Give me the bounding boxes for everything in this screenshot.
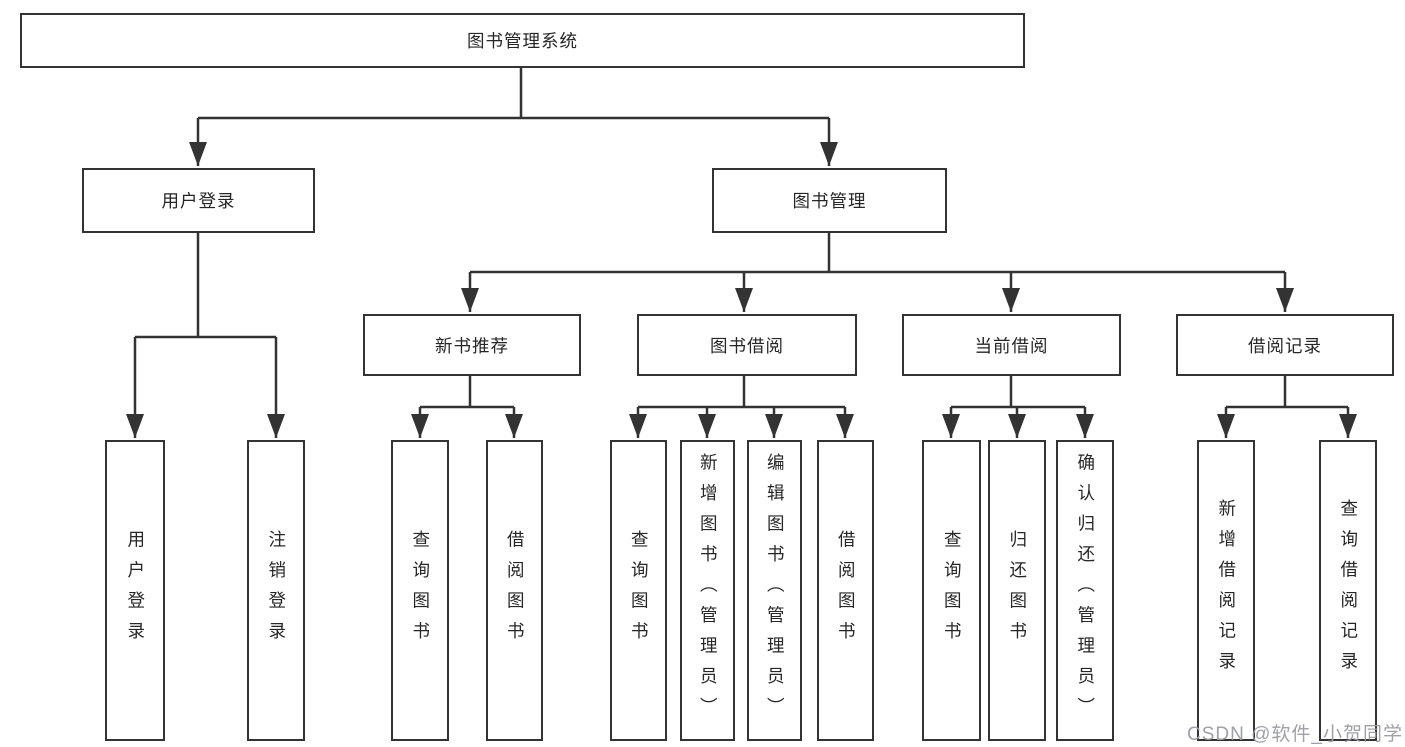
leaf-return-books-label: 归还图书 [1007,529,1028,652]
leaf-borrow-books-label: 借阅图书 [836,529,857,652]
leaf-confirm-return-admin: 确认归还（管理员） [1056,440,1114,741]
leaf-add-borrow-record-label: 新增借阅记录 [1216,499,1237,682]
node-book-management: 图书管理 [712,168,947,233]
leaf-logout-label: 注销登录 [266,529,287,652]
node-book-management-label: 图书管理 [792,191,867,211]
node-root-library-management-system: 图书管理系统 [20,13,1025,68]
leaf-current-query-books: 查询图书 [922,440,981,741]
leaf-return-books: 归还图书 [988,440,1046,741]
leaf-user-login: 用户登录 [105,440,165,741]
leaf-confirm-return-admin-label: 确认归还（管理员） [1075,453,1096,728]
leaf-current-query-books-label: 查询图书 [942,529,963,652]
node-user-login-label: 用户登录 [161,191,236,211]
leaf-borrow-query-books: 查询图书 [610,440,667,741]
node-new-book-recommend-label: 新书推荐 [435,335,509,356]
node-book-borrow-label: 图书借阅 [710,335,784,356]
leaf-edit-books-admin-label: 编辑图书（管理员） [765,453,786,728]
leaf-logout: 注销登录 [247,440,305,741]
leaf-user-login-label: 用户登录 [125,529,146,652]
leaf-add-books-admin: 新增图书（管理员） [680,440,735,741]
leaf-edit-books-admin: 编辑图书（管理员） [747,440,802,741]
leaf-add-books-admin-label: 新增图书（管理员） [698,453,719,728]
leaf-newbook-borrow-books: 借阅图书 [486,440,543,741]
node-book-borrow: 图书借阅 [637,314,857,376]
node-current-borrow-label: 当前借阅 [974,335,1049,356]
node-user-login: 用户登录 [82,168,315,233]
node-borrow-records: 借阅记录 [1176,314,1394,376]
leaf-newbook-query-books: 查询图书 [391,440,449,741]
leaf-newbook-query-books-label: 查询图书 [410,529,431,652]
leaf-borrow-books: 借阅图书 [817,440,874,741]
node-root-label: 图书管理系统 [467,31,578,51]
node-borrow-records-label: 借阅记录 [1248,335,1322,356]
node-current-borrow: 当前借阅 [902,314,1121,376]
leaf-add-borrow-record: 新增借阅记录 [1197,440,1255,741]
leaf-borrow-query-books-label: 查询图书 [629,529,650,652]
leaf-newbook-borrow-books-label: 借阅图书 [505,529,526,652]
leaf-query-borrow-record: 查询借阅记录 [1319,440,1377,741]
node-new-book-recommend: 新书推荐 [363,314,581,376]
leaf-query-borrow-record-label: 查询借阅记录 [1338,499,1359,682]
csdn-watermark: CSDN @软件_小贺同学 [1187,724,1403,745]
